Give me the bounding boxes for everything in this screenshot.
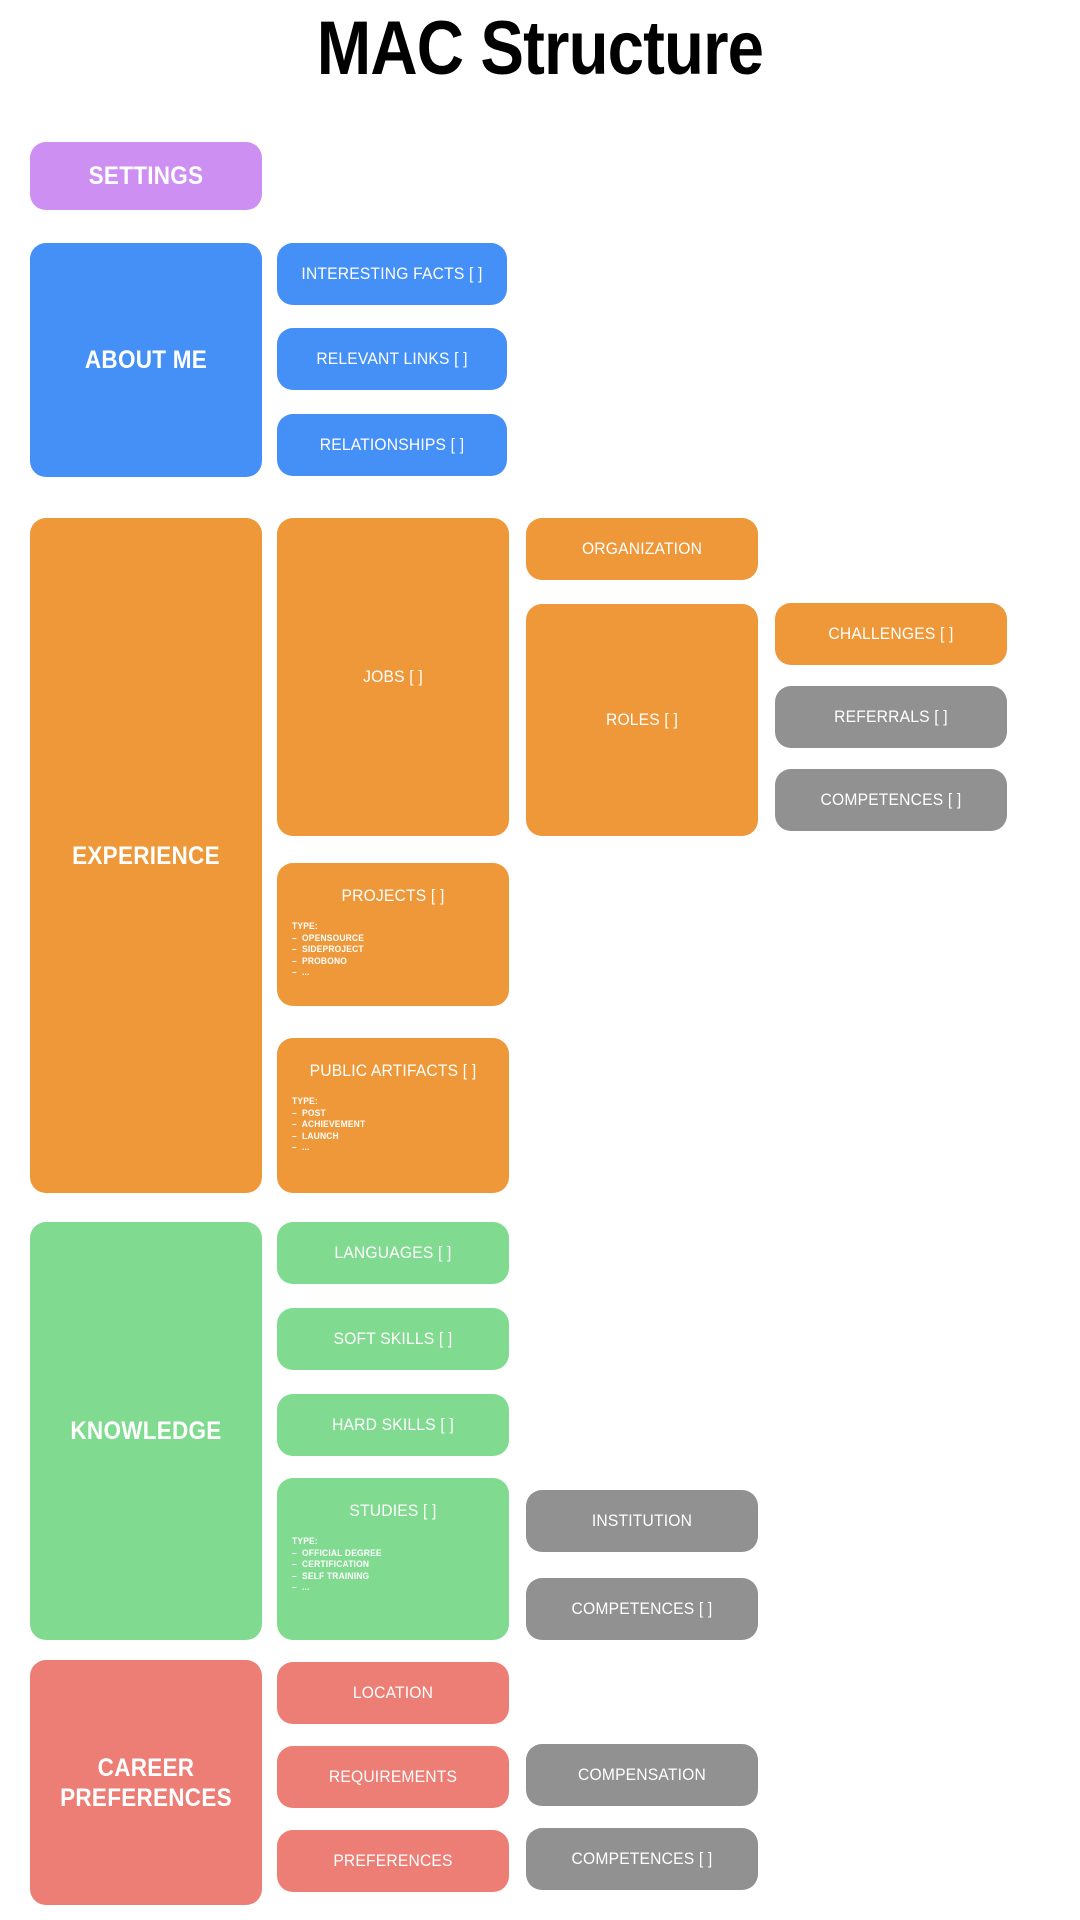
node-preferences[interactable]: PREFERENCES xyxy=(277,1830,509,1892)
node-jobs[interactable]: JOBS [ ] xyxy=(277,518,509,836)
node-projects-types: TYPE: – OPENSOURCE – SIDEPROJECT – PROBO… xyxy=(277,921,364,979)
node-soft-skills[interactable]: SOFT SKILLS [ ] xyxy=(277,1308,509,1370)
type-heading: TYPE: xyxy=(292,1096,318,1106)
type-item: – ... xyxy=(292,1142,310,1152)
node-relationships-label: RELATIONSHIPS [ ] xyxy=(319,435,465,454)
node-languages-label: LANGUAGES [ ] xyxy=(334,1243,452,1262)
node-languages[interactable]: LANGUAGES [ ] xyxy=(277,1222,509,1284)
node-referrals-label: REFERRALS [ ] xyxy=(834,707,948,726)
type-item: – LAUNCH xyxy=(292,1130,339,1141)
node-interesting-facts-label: INTERESTING FACTS [ ] xyxy=(301,264,483,283)
node-knowledge-label: KNOWLEDGE xyxy=(70,1417,222,1445)
node-public-artifacts-label: PUBLIC ARTIFACTS [ ] xyxy=(309,1061,477,1080)
type-heading: TYPE: xyxy=(292,921,318,931)
node-relevant-links-label: RELEVANT LINKS [ ] xyxy=(316,349,468,368)
node-preferences-label: PREFERENCES xyxy=(333,1851,453,1870)
node-competences-experience-label: COMPETENCES [ ] xyxy=(820,790,962,809)
node-roles[interactable]: ROLES [ ] xyxy=(526,604,758,836)
node-referrals[interactable]: REFERRALS [ ] xyxy=(775,686,1007,748)
node-jobs-label: JOBS [ ] xyxy=(363,667,423,686)
node-studies-label: STUDIES [ ] xyxy=(349,1501,437,1520)
node-requirements[interactable]: REQUIREMENTS xyxy=(277,1746,509,1808)
node-competences-studies-label: COMPETENCES [ ] xyxy=(571,1599,713,1618)
node-soft-skills-label: SOFT SKILLS [ ] xyxy=(333,1329,453,1348)
node-about-me-label: ABOUT ME xyxy=(84,346,208,374)
node-institution-label: INSTITUTION xyxy=(591,1511,693,1530)
type-heading: TYPE: xyxy=(292,1536,318,1546)
node-career-preferences[interactable]: CAREER PREFERENCES xyxy=(30,1660,262,1905)
node-settings-label: SETTINGS xyxy=(88,162,204,190)
node-career-preferences-label: CAREER PREFERENCES xyxy=(60,1753,232,1812)
node-projects-label: PROJECTS [ ] xyxy=(341,886,445,905)
node-challenges[interactable]: CHALLENGES [ ] xyxy=(775,603,1007,665)
node-challenges-label: CHALLENGES [ ] xyxy=(828,624,954,643)
node-location-label: LOCATION xyxy=(352,1683,434,1702)
type-item: – ACHIEVEMENT xyxy=(292,1119,366,1129)
type-item: – POST xyxy=(292,1107,326,1118)
type-item: – OFFICIAL DEGREE xyxy=(292,1547,382,1558)
node-compensation[interactable]: COMPENSATION xyxy=(526,1744,758,1806)
type-item: – ... xyxy=(292,1582,310,1592)
page-title: MAC Structure xyxy=(316,6,764,91)
node-institution[interactable]: INSTITUTION xyxy=(526,1490,758,1552)
type-item: – PROBONO xyxy=(292,955,348,966)
node-relevant-links[interactable]: RELEVANT LINKS [ ] xyxy=(277,328,507,390)
node-knowledge[interactable]: KNOWLEDGE xyxy=(30,1222,262,1640)
node-competences-experience[interactable]: COMPETENCES [ ] xyxy=(775,769,1007,831)
node-organization-label: ORGANIZATION xyxy=(581,539,703,558)
node-competences-studies[interactable]: COMPETENCES [ ] xyxy=(526,1578,758,1640)
type-item: – SELF TRAINING xyxy=(292,1570,370,1581)
node-settings[interactable]: SETTINGS xyxy=(30,142,262,210)
node-experience-label: EXPERIENCE xyxy=(72,841,220,870)
node-competences-career-label: COMPETENCES [ ] xyxy=(571,1849,713,1868)
node-studies[interactable]: STUDIES [ ] TYPE: – OFFICIAL DEGREE – CE… xyxy=(277,1478,509,1640)
node-about-me[interactable]: ABOUT ME xyxy=(30,243,262,477)
node-public-artifacts[interactable]: PUBLIC ARTIFACTS [ ] TYPE: – POST – ACHI… xyxy=(277,1038,509,1193)
node-organization[interactable]: ORGANIZATION xyxy=(526,518,758,580)
node-interesting-facts[interactable]: INTERESTING FACTS [ ] xyxy=(277,243,507,305)
node-compensation-label: COMPENSATION xyxy=(578,1765,706,1784)
node-hard-skills[interactable]: HARD SKILLS [ ] xyxy=(277,1394,509,1456)
type-item: – ... xyxy=(292,967,310,977)
node-competences-career[interactable]: COMPETENCES [ ] xyxy=(526,1828,758,1890)
node-projects[interactable]: PROJECTS [ ] TYPE: – OPENSOURCE – SIDEPR… xyxy=(277,863,509,1006)
type-item: – CERTIFICATION xyxy=(292,1559,370,1569)
node-roles-label: ROLES [ ] xyxy=(605,710,679,729)
node-relationships[interactable]: RELATIONSHIPS [ ] xyxy=(277,414,507,476)
type-item: – SIDEPROJECT xyxy=(292,944,364,954)
node-requirements-label: REQUIREMENTS xyxy=(328,1767,458,1786)
node-location[interactable]: LOCATION xyxy=(277,1662,509,1724)
node-hard-skills-label: HARD SKILLS [ ] xyxy=(332,1415,454,1434)
node-public-artifacts-types: TYPE: – POST – ACHIEVEMENT – LAUNCH – ..… xyxy=(277,1096,365,1154)
node-studies-types: TYPE: – OFFICIAL DEGREE – CERTIFICATION … xyxy=(277,1536,382,1594)
node-experience[interactable]: EXPERIENCE xyxy=(30,518,262,1193)
type-item: – OPENSOURCE xyxy=(292,932,365,943)
